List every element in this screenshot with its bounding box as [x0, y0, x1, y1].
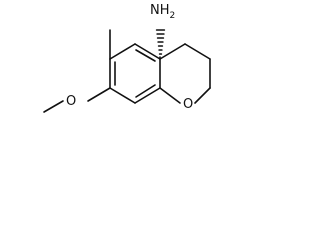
methoxy-oxygen-label: O	[66, 94, 76, 109]
amine-label: NH2	[150, 3, 175, 21]
molecule-structure: NH2 O O	[43, 3, 211, 113]
molecule-diagram: NH2 O O	[0, 0, 216, 138]
dihydropyran-ring	[159, 43, 211, 104]
benzene-ring	[109, 43, 161, 104]
stereo-hash-bond	[155, 29, 166, 60]
ring-oxygen-label: O	[183, 97, 193, 112]
methoxy-group	[43, 87, 111, 113]
